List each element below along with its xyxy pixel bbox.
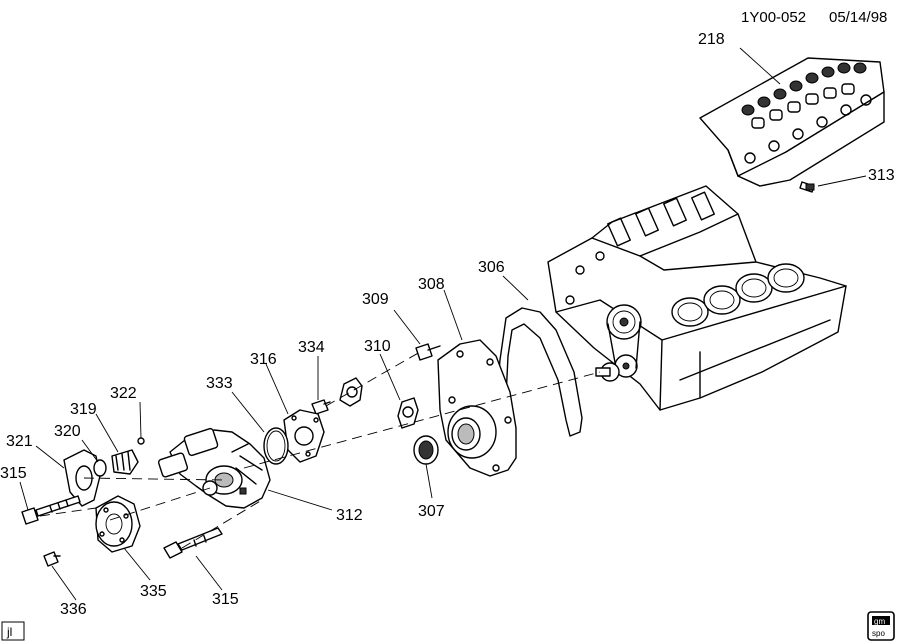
- part-322: [137, 437, 145, 445]
- thermostat-319: [111, 449, 139, 475]
- corner-mark: jl: [1, 621, 25, 641]
- engine-block: [547, 185, 847, 411]
- callouts: 218 313 306 308 309 310 334 316 333 322 …: [0, 31, 895, 618]
- callout-335: 335: [140, 583, 167, 600]
- callout-315-left: 315: [0, 465, 27, 482]
- o-ring-333: [263, 427, 289, 465]
- callout-310: 310: [364, 338, 391, 355]
- callout-308: 308: [418, 276, 445, 293]
- logo-bottom-text: spo: [872, 629, 885, 638]
- gm-spo-logo: gm spo: [867, 611, 895, 641]
- callout-333: 333: [206, 375, 233, 392]
- callout-322: 322: [110, 385, 137, 402]
- front-cover-308: [437, 339, 517, 477]
- callout-334: 334: [298, 339, 325, 356]
- cylinder-head: [699, 57, 885, 187]
- seal-307: [413, 435, 439, 465]
- corner-mark-text: jl: [6, 625, 12, 639]
- callout-218: 218: [698, 31, 725, 48]
- callout-306: 306: [478, 259, 505, 276]
- callout-312: 312: [336, 507, 363, 524]
- bolt-313: [799, 181, 815, 193]
- seal-320: [93, 459, 107, 477]
- bolt-315-lower: [163, 527, 223, 559]
- diagram-code: 1Y00-052: [741, 9, 806, 26]
- bolt-334: [311, 399, 331, 415]
- callout-336: 336: [60, 601, 87, 618]
- bolt-309: [415, 343, 441, 361]
- pulley-335: [95, 495, 141, 553]
- bolt-315-upper: [21, 495, 81, 525]
- callout-320: 320: [54, 423, 81, 440]
- water-pump-312: [157, 427, 271, 509]
- logo-top-text: gm: [874, 617, 885, 626]
- bolt-336: [43, 551, 61, 567]
- callout-307: 307: [418, 503, 445, 520]
- assembly-centerlines: [39, 351, 601, 549]
- gaskets-310: [339, 377, 419, 429]
- callout-309: 309: [362, 291, 389, 308]
- callout-315-bottom: 315: [212, 591, 239, 608]
- thermostat-housing-321: [63, 449, 101, 507]
- gasket-316: [283, 409, 325, 463]
- leader-lines: [19, 47, 867, 601]
- callout-319: 319: [70, 401, 97, 418]
- callout-316: 316: [250, 351, 277, 368]
- diagram-date: 05/14/98: [829, 9, 887, 26]
- callout-313: 313: [868, 167, 895, 184]
- callout-321: 321: [6, 433, 33, 450]
